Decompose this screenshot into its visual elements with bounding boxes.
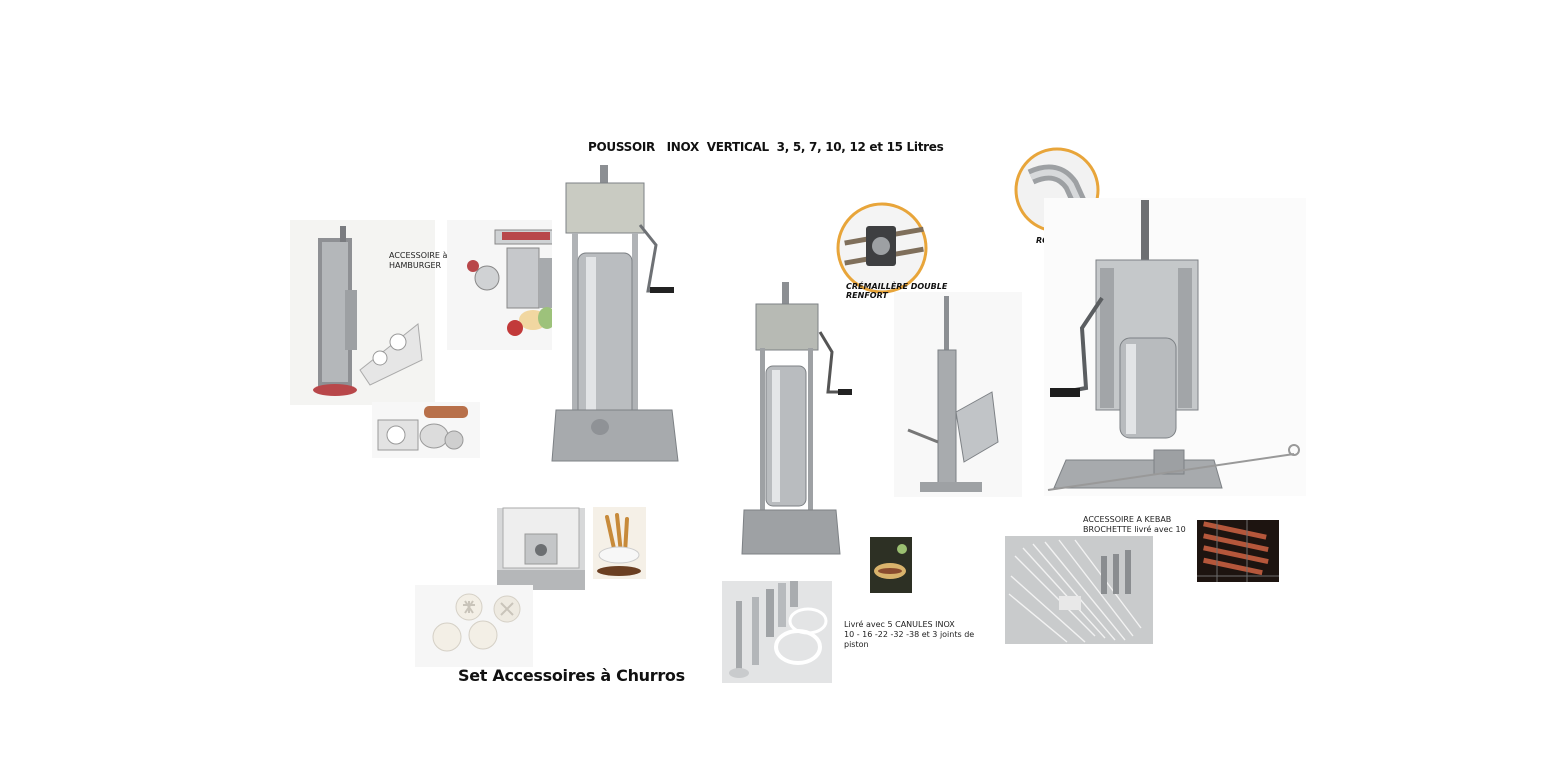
churros-set-label: Set Accessoires à Churros [458, 666, 685, 685]
kebab-label-line-2: BROCHETTE livré avec 10 [1083, 525, 1186, 534]
cremaillere-label: CRÉMAILLÈRE DOUBLE RENFORT [846, 282, 947, 300]
double-rack-detail-photo [836, 202, 928, 294]
hamburger-plates-photo [372, 402, 480, 458]
grilled-kebab-photo [1197, 520, 1279, 582]
hamburger-label-line-2: HAMBURGER [389, 261, 442, 270]
stuffer-tilted-photo [894, 292, 1022, 497]
nozzles-accessory-photo [722, 581, 832, 683]
cremaillere-label-line-2: RENFORT [846, 291, 888, 300]
nozzles-label-line-2: 10 - 16 -22 -32 -38 et 3 joints de [844, 630, 975, 639]
hamburger-accessory-label: ACCESSOIRE à HAMBURGER [389, 251, 447, 271]
churros-discs-photo [415, 585, 533, 667]
page-title: POUSSOIR INOX VERTICAL 3, 5, 7, 10, 12 e… [588, 140, 944, 154]
hamburger-label-line-1: ACCESSOIRE à [389, 251, 448, 260]
churros-photo [593, 507, 646, 579]
stuffer-kebab-photo [1044, 198, 1306, 496]
meat-mincer-photo [447, 220, 567, 350]
robust-detail-photo [1014, 147, 1100, 233]
churros-nozzle-detail-photo [497, 507, 585, 590]
kebab-label-line-1: ACCESSOIRE A KEBAB [1083, 515, 1172, 524]
nozzles-label-line-3: piston [844, 640, 869, 649]
stuffer-medium-photo [741, 282, 854, 557]
stuffer-large-photo [551, 165, 680, 465]
hamburger-press-photo [290, 220, 435, 405]
skewers-accessory-photo [1005, 536, 1153, 644]
nozzles-label-line-1: Livré avec 5 CANULES INOX [844, 620, 955, 629]
nozzles-label: Livré avec 5 CANULES INOX 10 - 16 -22 -3… [844, 620, 974, 650]
sausage-photo [870, 537, 912, 593]
cremaillere-label-line-1: CRÉMAILLÈRE DOUBLE [846, 282, 948, 291]
